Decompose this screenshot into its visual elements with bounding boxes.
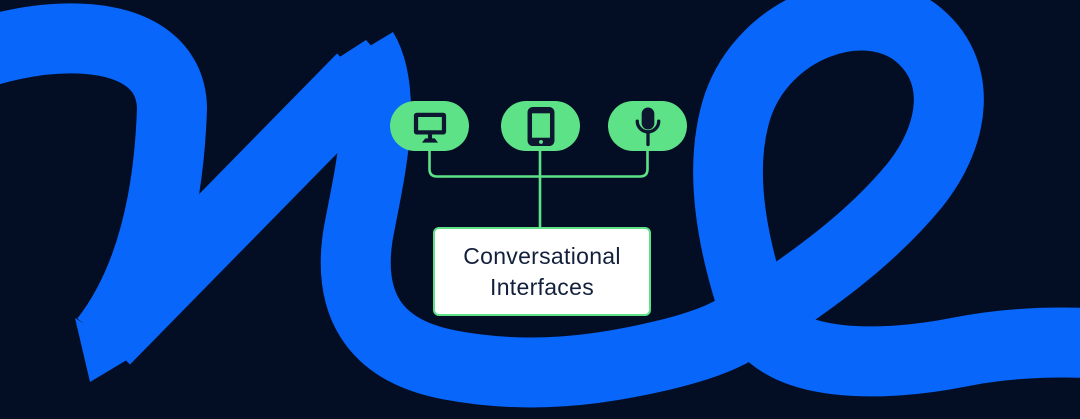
- scribble-stroke-loop-tail: [320, 0, 1080, 408]
- connector-bus: [428, 151, 649, 178]
- diagram-label-box: Conversational Interfaces: [433, 227, 651, 316]
- label-line-1: Conversational: [463, 242, 621, 269]
- device-node-mic: [608, 101, 687, 151]
- device-node-desktop: [390, 101, 469, 151]
- scribble-stroke-diagonal: [80, 53, 387, 365]
- smartphone-icon: [527, 106, 554, 146]
- scribble-sharp-tip-bottom: [75, 318, 135, 382]
- scribble-sharp-tip-apex: [335, 40, 393, 70]
- device-node-phone: [501, 101, 580, 151]
- label-line-2: Interfaces: [490, 273, 594, 300]
- desktop-monitor-icon: [413, 112, 446, 143]
- microphone-icon: [635, 106, 660, 146]
